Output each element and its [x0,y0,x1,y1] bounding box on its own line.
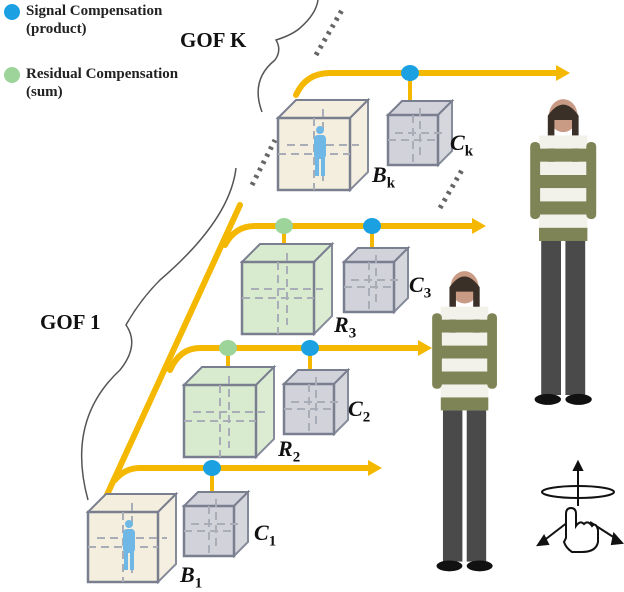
human-figure-front [432,271,497,572]
gof-1-label: GOF 1 [40,310,101,334]
residual-dot-r2 [219,340,237,356]
compensation-dots [203,65,419,476]
left-leg [442,410,463,562]
label-r2: R2 [278,436,301,466]
label-bk: Bk [372,162,396,192]
signal-dot-c1 [203,460,221,476]
right-arm [586,142,597,219]
cube-bk [275,97,371,193]
label-c1: C1 [254,520,277,550]
cube-ck [385,98,455,168]
hair [547,104,579,164]
label-b1: B1 [180,562,203,592]
right-leg [466,410,487,562]
hair [449,276,480,335]
label-ck: Ck [450,130,474,160]
gof-k-label: GOF K [180,28,247,52]
residual-legend-sub: (sum) [26,84,63,100]
brace-gof-k [257,0,319,113]
cube-r2 [181,364,277,460]
signal-legend-sub: (product) [26,21,87,37]
rotate-gesture-icon [535,459,624,553]
residual-legend-text: Residual Compensation (sum) [26,65,178,101]
brace-gof-1 [80,167,237,501]
signal-dot-ck [401,65,419,81]
human-figure-back [530,99,597,405]
label-c3: C3 [409,272,432,302]
signal-legend-dot [4,4,20,20]
signal-dot-c2 [301,340,319,356]
signal-legend-label: Signal Compensation [26,3,163,19]
legend-residual: Residual Compensation (sum) [4,65,178,101]
cube-b1 [85,491,179,585]
cube-c3 [341,245,411,315]
residual-legend-label: Residual Compensation [26,66,179,82]
signal-legend-text: Signal Compensation (product) [26,2,162,38]
left-arm [432,313,442,389]
cube-c1 [181,489,251,559]
label-c2: C2 [348,396,371,426]
top-dots [313,8,345,57]
striped-sweater [539,135,588,241]
cube-r3 [239,241,335,337]
label-r3: R3 [334,312,357,342]
left-arm [530,142,541,219]
legend-signal: Signal Compensation (product) [4,2,162,38]
arrowheads [368,65,570,476]
right-arm [487,313,497,389]
trunk-arrow [97,202,243,513]
residual-dot-r3 [275,218,293,234]
left-leg [541,241,561,395]
residual-legend-dot [4,67,20,83]
right-leg [565,241,586,395]
signal-dot-c3 [363,218,381,234]
trunk-dots [249,138,278,187]
ck-dots [437,168,465,210]
cube-c2 [281,367,351,437]
branch-arrows [112,70,563,483]
striped-sweater [440,306,489,411]
